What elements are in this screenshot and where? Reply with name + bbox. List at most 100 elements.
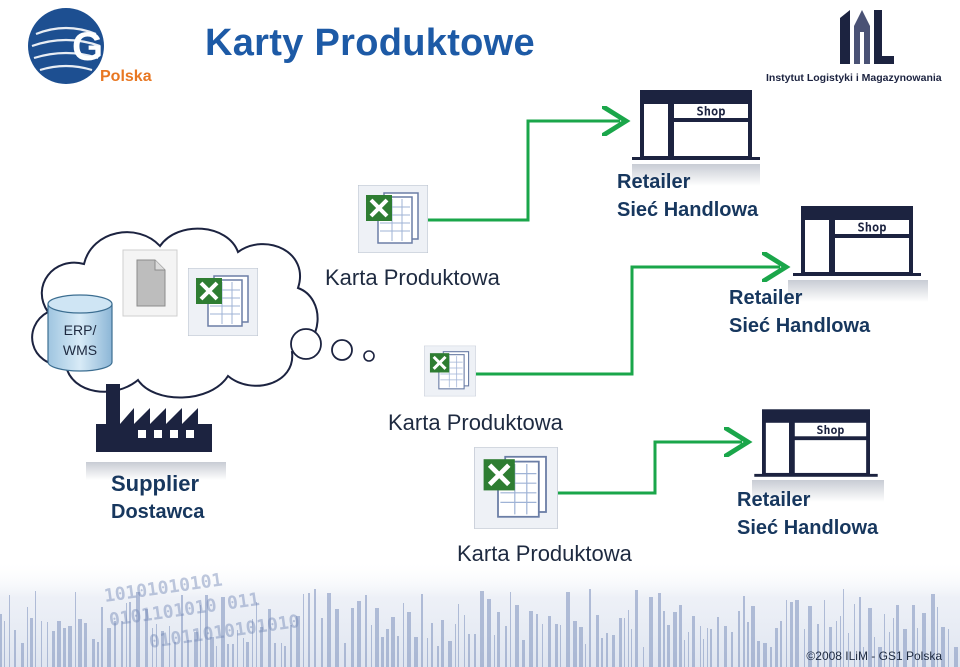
retailer-label-line1: Retailer	[617, 171, 691, 193]
document-icon	[122, 249, 178, 317]
barcode-bar	[643, 647, 644, 667]
barcode-bar	[161, 631, 164, 667]
barcode-bar	[579, 627, 583, 667]
shop-sign: Shop	[858, 221, 887, 235]
barcode-bar	[731, 632, 733, 667]
barcode-bar	[41, 621, 42, 667]
barcode-bar	[724, 626, 727, 667]
gs1-logo-icon: GS1	[28, 8, 152, 84]
barcode-bar	[889, 632, 890, 667]
barcode-bar	[624, 618, 625, 667]
barcode-bar	[397, 636, 399, 667]
barcode-bar	[145, 609, 148, 667]
factory-shadow	[86, 462, 226, 480]
barcode-bar	[129, 602, 131, 667]
barcode-bar	[243, 638, 244, 667]
barcode-bar	[335, 609, 339, 667]
barcode-bar	[631, 629, 632, 667]
barcode-bar	[284, 646, 286, 667]
barcode-bar	[84, 623, 87, 667]
barcode-bar	[47, 622, 48, 667]
shop-shadow	[788, 280, 928, 302]
product-card-label: Karta Produktowa	[325, 265, 500, 290]
arrow-to-retailer-2	[476, 267, 780, 376]
supplier-label-line1: Supplier	[111, 471, 200, 496]
retailer-label-line2: Sieć Handlowa	[737, 517, 879, 539]
barcode-bar	[221, 597, 225, 667]
barcode-bar	[75, 592, 76, 667]
barcode-bar	[589, 589, 591, 667]
barcode-bar	[619, 618, 622, 667]
barcode-bar	[710, 629, 712, 667]
barcode-bar	[497, 612, 500, 667]
retailer-label-line2: Sieć Handlowa	[729, 315, 871, 337]
barcode-bar	[863, 647, 864, 667]
barcode-bar	[92, 639, 95, 667]
supplier-label: Supplier Dostawca	[111, 470, 204, 526]
barcode-bar	[474, 634, 476, 667]
shop-icon: Shop	[632, 90, 760, 160]
barcode-bar	[931, 594, 935, 667]
barcode-bar	[688, 632, 689, 667]
barcode-bar	[78, 619, 82, 667]
product-card-label: Karta Produktowa	[457, 541, 632, 566]
barcode-bar	[612, 635, 615, 667]
ilim-logo-label: Instytut Logistyki i Magazynowania	[766, 72, 942, 84]
barcode-bar	[795, 600, 799, 667]
barcode-bar	[757, 641, 760, 667]
barcode-bar	[14, 630, 16, 667]
barcode-bar	[200, 605, 201, 667]
arrow-to-retailer-1	[428, 121, 620, 222]
barcode-bar	[0, 614, 2, 667]
barcode-bar	[868, 608, 872, 667]
barcode-bar	[770, 647, 772, 667]
database-label-line2: WMS	[62, 342, 98, 358]
barcode-bar	[365, 595, 367, 667]
barcode-bar	[763, 643, 767, 667]
barcode-bar	[252, 619, 253, 667]
barcode-bar	[169, 626, 170, 667]
barcode-bar	[893, 618, 894, 667]
barcode-bar	[205, 595, 208, 667]
barcode-bar	[9, 595, 10, 667]
barcode-bar	[804, 629, 805, 667]
barcode-bar	[840, 616, 841, 667]
barcode-bar	[455, 624, 456, 667]
barcode-bar	[903, 629, 907, 667]
barcode-bar	[494, 635, 495, 667]
barcode-bar	[684, 640, 685, 667]
barcode-bar	[427, 638, 428, 667]
barcode-bar	[357, 601, 361, 667]
barcode-bar	[344, 643, 346, 667]
barcode-bar	[210, 637, 214, 667]
barcode-bar	[573, 621, 577, 667]
barcode-bar	[227, 644, 229, 667]
barcode-bar	[21, 643, 24, 667]
barcode-bar	[237, 630, 238, 667]
barcode-bar	[505, 626, 507, 667]
retailer-label: Retailer Sieć Handlowa	[617, 168, 758, 224]
barcode-bar	[628, 610, 629, 667]
barcode-bar	[431, 623, 433, 667]
barcode-bar	[707, 628, 708, 667]
retailer-label: Retailer Sieć Handlowa	[737, 486, 878, 542]
shop-icon: Shop	[793, 206, 921, 276]
barcode-bar	[290, 625, 292, 667]
barcode-bar	[232, 644, 234, 667]
barcode-bar	[780, 621, 782, 667]
barcode-bar	[515, 605, 519, 667]
database-icon	[47, 294, 113, 372]
ilim-logo-icon	[840, 10, 894, 64]
barcode-bar	[836, 621, 837, 667]
shop-icon: Shop	[754, 409, 878, 477]
barcode-bar	[121, 621, 123, 667]
barcode-bar	[658, 593, 661, 667]
barcode-bar	[848, 633, 849, 667]
barcode-bar	[421, 594, 423, 667]
barcode-bar	[786, 600, 787, 667]
barcode-bar	[679, 605, 682, 667]
barcode-bar	[692, 616, 695, 667]
barcode-bar	[181, 595, 183, 667]
barcode-bar	[896, 605, 899, 667]
arrow-to-retailer-3	[558, 442, 742, 495]
